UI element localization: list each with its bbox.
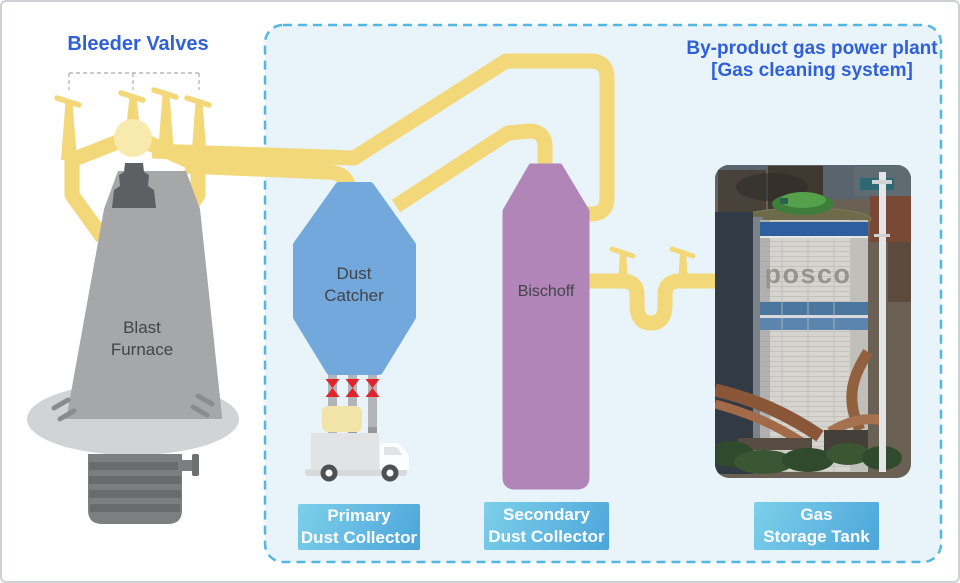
dust-catcher-label-line1: Dust <box>336 264 372 283</box>
collector-hopper-box <box>322 406 362 432</box>
furnace-top-cap <box>112 163 156 208</box>
bleeder-valve-icon <box>151 87 179 154</box>
dust-catcher-label: Dust Catcher <box>294 263 414 307</box>
system-title: By-product gas power plant [Gas cleaning… <box>662 38 958 82</box>
caption-gas-line1: Gas <box>800 505 833 524</box>
caption-primary-line2: Dust Collector <box>300 528 418 547</box>
furnace-nozzle-cap <box>192 454 199 476</box>
platform-hatch-marks <box>51 393 215 422</box>
blast-furnace <box>27 163 239 524</box>
yard-pipes <box>715 349 883 446</box>
blast-furnace-label: Blast Furnace <box>82 317 202 361</box>
blast-furnace-label-line2: Furnace <box>110 340 174 359</box>
dust-catcher-vessel <box>293 182 416 375</box>
tank-blue-mid-band <box>760 302 868 315</box>
furnace-platform-front <box>27 419 239 455</box>
caption-secondary-dust-collector: Secondary Dust Collector <box>484 502 609 550</box>
dust-truck <box>305 433 409 482</box>
truck-bed <box>311 433 379 470</box>
gas-storage-tank-photo: posco <box>715 165 911 478</box>
bleeder-valve-icon <box>54 95 82 160</box>
blast-furnace-label-line1: Blast <box>123 318 161 337</box>
gas-pipes <box>64 53 716 331</box>
pipe-junction-glow <box>114 119 152 157</box>
bleeder-valves-bracket <box>68 72 200 90</box>
system-title-line2: [Gas cleaning system] <box>711 60 913 81</box>
tank-mast <box>879 172 886 472</box>
system-title-line1: By-product gas power plant <box>686 38 938 59</box>
seal-pot-valve-icon <box>609 246 636 283</box>
bischoff-vessel <box>502 163 590 490</box>
bischoff-label: Bischoff <box>517 283 575 300</box>
bleeder-valve-icon <box>184 95 212 162</box>
truck-window <box>384 447 402 455</box>
furnace-cone <box>65 171 223 426</box>
tank-logo-text: posco <box>764 259 851 289</box>
pipe-dust-catcher-to-bischoff <box>391 123 553 213</box>
seal-pot-valve-icon <box>669 246 696 283</box>
dust-catcher-label-line2: Catcher <box>324 286 384 305</box>
caption-primary-dust-collector: Primary Dust Collector <box>298 504 420 550</box>
caption-gas-line2: Storage Tank <box>763 527 870 546</box>
caption-primary-line1: Primary <box>327 506 391 525</box>
tank-side-tower <box>715 212 753 474</box>
pipe-furnace-left-downcomer <box>64 129 136 243</box>
pipe-furnace-to-bischoff-top-run <box>151 53 615 222</box>
bleeder-valves <box>54 87 696 283</box>
tank-blue-top-band <box>760 222 868 236</box>
caption-secondary-line2: Dust Collector <box>488 527 605 546</box>
caption-secondary-line1: Secondary <box>503 505 590 524</box>
furnace-base-stripes <box>89 462 181 512</box>
primary-dust-collector-group <box>305 371 409 482</box>
pipe-bischoff-to-storage-seal <box>585 273 716 331</box>
red-valve-icon <box>325 379 380 397</box>
caption-gas-storage-tank: Gas Storage Tank <box>754 502 879 550</box>
furnace-nozzle <box>178 460 194 471</box>
bleeder-valves-label: Bleeder Valves <box>67 33 209 55</box>
